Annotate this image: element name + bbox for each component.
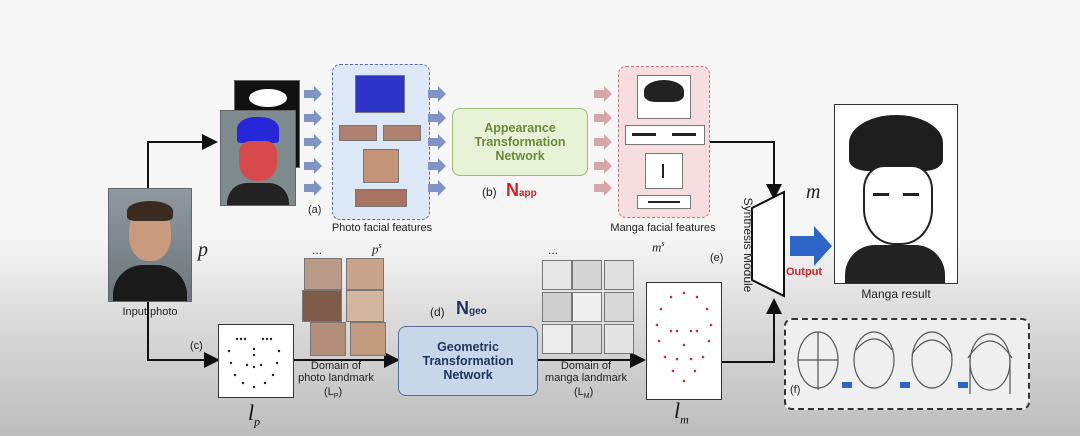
appearance-network-box: Appearance Transformation Network bbox=[452, 108, 588, 176]
manga-landmark-image bbox=[646, 282, 722, 400]
dots-right: ... bbox=[548, 243, 559, 257]
photo-features-label: Photo facial features bbox=[331, 222, 433, 234]
photo-features-panel bbox=[332, 64, 430, 220]
arrow-features-to-synthesis bbox=[710, 141, 782, 200]
m-symbol: m bbox=[806, 181, 821, 203]
manga-result-label: Manga result bbox=[861, 287, 931, 301]
geometric-network-label: Geometric Transformation Network bbox=[422, 340, 514, 382]
photo-landmark-image bbox=[218, 324, 294, 398]
pink-arrows bbox=[594, 86, 612, 196]
input-photo bbox=[108, 188, 192, 302]
l-p-domain-symbol: (LP) bbox=[324, 386, 343, 401]
manga-landmark-dots bbox=[655, 291, 713, 383]
m-s-symbol: ms bbox=[652, 239, 665, 255]
manga-features-panel bbox=[618, 66, 710, 218]
appearance-network-label: Appearance Transformation Network bbox=[474, 121, 566, 163]
eye-right-segment bbox=[383, 125, 421, 141]
domain-photo-landmark-label: Domain of photo landmark bbox=[298, 360, 374, 384]
n-geo-symbol: Ngeo bbox=[456, 298, 487, 318]
domain-manga-landmark-label: Domain of manga landmark bbox=[545, 360, 627, 384]
panel-b-label: (b) bbox=[482, 185, 497, 199]
lp-symbol: lp bbox=[248, 400, 261, 429]
arrow-input-to-landmark bbox=[147, 300, 220, 368]
arrow-input-to-photo bbox=[147, 134, 218, 188]
input-photo-label: Input photo bbox=[122, 306, 178, 318]
manga-mouth-part bbox=[637, 195, 691, 209]
manga-eyes-part bbox=[625, 125, 705, 145]
dots-left: ... bbox=[312, 243, 323, 257]
panel-d-label: (d) bbox=[430, 305, 445, 319]
eye-left-segment bbox=[339, 125, 377, 141]
arrow-lm-to-synthesis bbox=[718, 298, 782, 363]
mouth-segment bbox=[355, 189, 407, 207]
geometric-network-box: Geometric Transformation Network bbox=[398, 326, 538, 396]
manga-thumbnails bbox=[540, 258, 636, 356]
l-m-domain-symbol: (LM) bbox=[574, 386, 594, 401]
blue-arrows-right bbox=[428, 86, 446, 196]
n-app-symbol: Napp bbox=[506, 180, 537, 200]
panel-a-label: (a) bbox=[308, 204, 322, 216]
manga-result-image bbox=[834, 104, 958, 284]
output-arrow bbox=[790, 226, 832, 266]
synthesis-module-shape bbox=[751, 190, 785, 298]
blue-arrows-left bbox=[304, 86, 322, 196]
nose-segment bbox=[363, 149, 399, 183]
lm-symbol: lm bbox=[674, 398, 689, 427]
manga-features-label: Manga facial features bbox=[610, 222, 716, 234]
panel-c-label: (c) bbox=[190, 340, 203, 352]
panel-f-label: (f) bbox=[790, 384, 801, 396]
drawing-steps-panel bbox=[784, 318, 1030, 410]
photo-landmark-dots bbox=[227, 337, 281, 389]
p-s-symbol: ps bbox=[372, 241, 382, 257]
output-label: Output bbox=[786, 266, 823, 278]
synthesis-module-label: Synthesis Module bbox=[741, 197, 755, 293]
photo-thumbnails bbox=[302, 256, 386, 356]
segmented-photo bbox=[220, 110, 296, 206]
manga-hair-part bbox=[637, 75, 691, 119]
manga-nose-part bbox=[645, 153, 683, 189]
p-symbol: p bbox=[198, 239, 208, 261]
drawing-steps-sketches bbox=[797, 331, 1013, 394]
panel-e-label: (e) bbox=[710, 252, 724, 264]
hair-segment bbox=[355, 75, 405, 113]
